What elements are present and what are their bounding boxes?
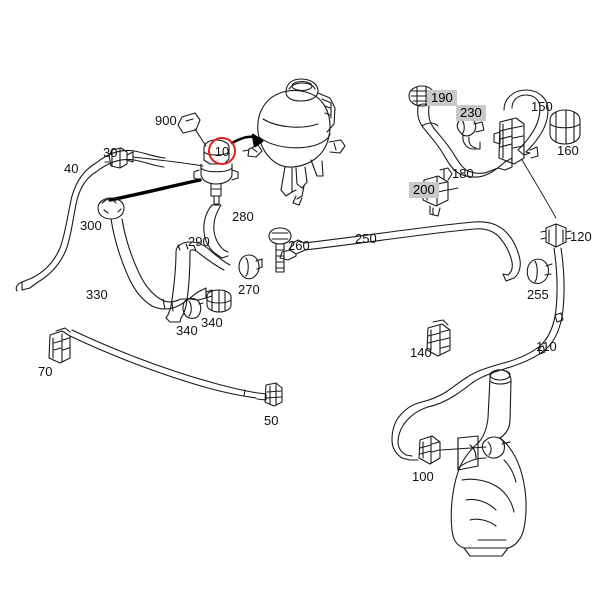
label-340-a: 340 <box>176 323 198 338</box>
label-290: 290 <box>188 234 210 249</box>
clamp-part-340-b <box>206 289 232 313</box>
label-150: 150 <box>531 99 553 114</box>
label-110: 110 <box>536 339 557 354</box>
label-280: 280 <box>232 209 254 224</box>
hose-black-segment <box>108 178 202 202</box>
label-40: 40 <box>64 161 79 176</box>
connector-part-900 <box>177 112 207 147</box>
clamp-part-120 <box>540 223 572 248</box>
clamp-part-140 <box>426 319 451 357</box>
label-300: 300 <box>80 218 102 233</box>
label-230: 230 <box>456 105 486 121</box>
hose-part-150 <box>503 89 549 159</box>
hose-part-280 <box>203 204 229 259</box>
label-180: 180 <box>452 166 474 181</box>
connector-block-150 <box>493 117 525 165</box>
label-250: 250 <box>355 231 377 246</box>
clamp-part-255 <box>526 258 553 284</box>
label-30: 30 <box>103 145 118 160</box>
clamp-part-270 <box>238 254 263 280</box>
hose-part-40 <box>15 149 166 292</box>
label-270: 270 <box>238 282 260 297</box>
label-50: 50 <box>264 413 279 428</box>
label-140: 140 <box>410 345 432 360</box>
label-260: 260 <box>288 238 310 253</box>
clamp-part-230 <box>456 116 485 150</box>
clamp-part-100 <box>418 435 441 465</box>
clamp-part-30 <box>104 147 134 169</box>
hose-part-290 <box>165 241 231 323</box>
nut-part-160 <box>549 109 581 145</box>
label-160: 160 <box>557 143 579 158</box>
hose-part-110 <box>391 247 565 461</box>
bolt-part-260 <box>268 227 292 273</box>
expansion-tank-icon <box>242 78 346 206</box>
clamp-part-50 <box>264 382 283 407</box>
hose-part-330 <box>110 218 213 312</box>
label-330: 330 <box>86 287 108 302</box>
callout-label-10[interactable]: 10 <box>208 137 236 165</box>
label-70: 70 <box>38 364 53 379</box>
clamp-part-340-a <box>182 297 204 319</box>
label-100: 100 <box>412 469 434 484</box>
label-190: 190 <box>427 90 457 106</box>
clamp-part-70 <box>48 327 71 364</box>
clamp-part-300 <box>97 197 125 220</box>
hose-bottom-sweep <box>69 329 267 401</box>
label-340-b: 340 <box>201 315 223 330</box>
label-900: 900 <box>155 113 177 128</box>
label-120: 120 <box>570 229 592 244</box>
label-200: 200 <box>409 182 439 198</box>
label-255: 255 <box>527 287 549 302</box>
hose-part-250 <box>279 221 521 282</box>
hose-part-180 <box>417 103 513 178</box>
washer-reservoir-icon <box>450 369 527 557</box>
callout-arrow <box>230 133 264 148</box>
